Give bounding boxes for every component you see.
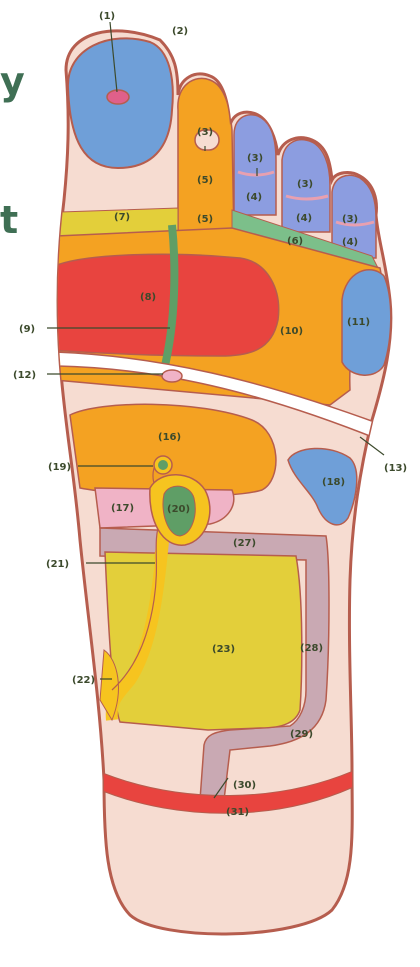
label-17: (17) <box>111 503 134 514</box>
label-31: (31) <box>226 807 249 818</box>
label-11: (11) <box>347 317 370 328</box>
zone-23 <box>105 552 302 730</box>
label-18: (18) <box>322 477 345 488</box>
label-3-b: (3) <box>247 153 263 164</box>
label-3-c: (3) <box>297 179 313 190</box>
label-20: (20) <box>167 504 190 515</box>
label-9: (9) <box>19 324 35 335</box>
label-19: (19) <box>48 462 71 473</box>
label-16: (16) <box>158 432 181 443</box>
label-30: (30) <box>233 780 256 791</box>
label-22: (22) <box>72 675 95 686</box>
label-12: (12) <box>13 370 36 381</box>
label-1: (1) <box>99 11 115 22</box>
label-4-c: (4) <box>342 237 358 248</box>
label-2: (2) <box>172 26 188 37</box>
zone-1 <box>107 90 129 104</box>
label-29: (29) <box>290 729 313 740</box>
label-3-d: (3) <box>342 214 358 225</box>
label-8: (8) <box>140 292 156 303</box>
label-5-b: (5) <box>197 214 213 225</box>
label-28: (28) <box>300 643 323 654</box>
edge-fragment-upper: y <box>0 59 25 103</box>
label-6: (6) <box>287 236 303 247</box>
label-27: (27) <box>233 538 256 549</box>
label-4-b: (4) <box>296 213 312 224</box>
label-7: (7) <box>114 212 130 223</box>
label-4-a: (4) <box>246 192 262 203</box>
zone-12 <box>162 370 182 382</box>
label-10: (10) <box>280 326 303 337</box>
edge-fragment-lower: t <box>0 198 18 242</box>
zone-8 <box>50 254 279 356</box>
label-5-a: (5) <box>197 175 213 186</box>
label-3-a: (3) <box>197 127 213 138</box>
label-23: (23) <box>212 644 235 655</box>
label-21: (21) <box>46 559 69 570</box>
label-13: (13) <box>384 463 407 474</box>
